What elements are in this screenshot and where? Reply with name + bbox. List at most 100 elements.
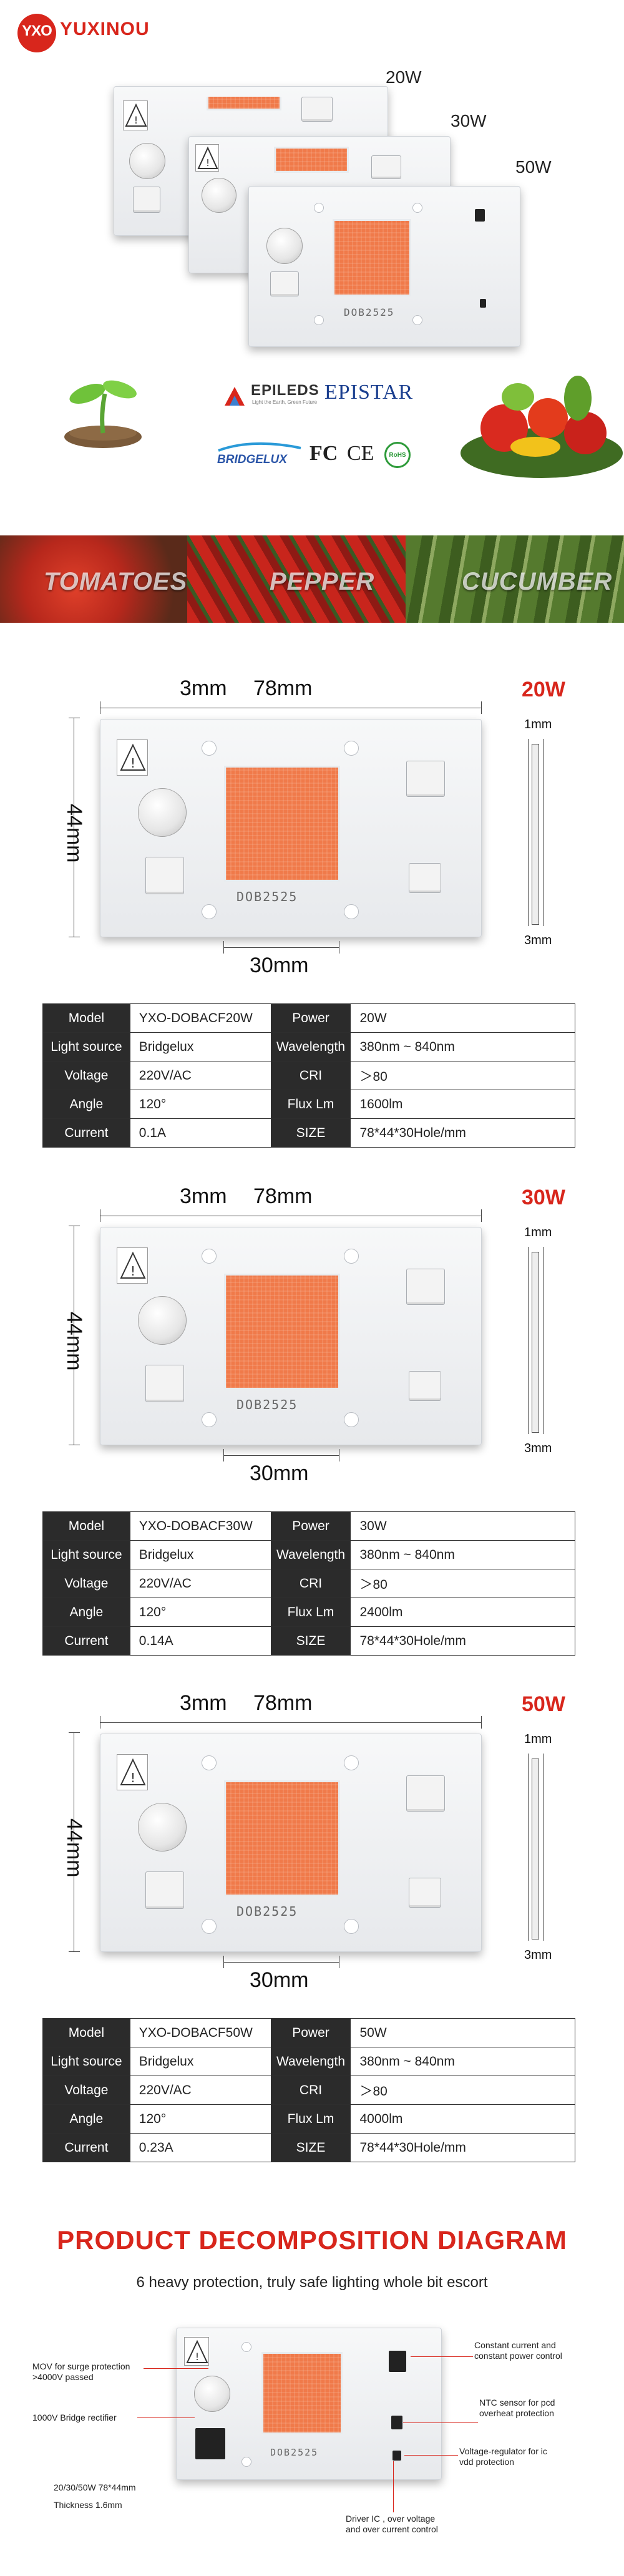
led-array (224, 1780, 340, 1896)
rectifier-component (145, 1365, 184, 1402)
chip-board-50w: !DOB2525 (100, 1734, 482, 1952)
svg-text:!: ! (206, 157, 210, 168)
mov-component (129, 143, 165, 179)
dim-line-led (223, 1455, 339, 1456)
pcb-label: DOB2525 (236, 1904, 298, 1919)
spec-label-wavelength: Wavelength (270, 1540, 351, 1569)
spec-label-wavelength: Wavelength (270, 1032, 351, 1061)
spec-value-power: 50W (350, 2018, 575, 2047)
bridgelux-swoosh-icon (216, 441, 303, 453)
dim-tick (481, 1209, 482, 1222)
mov-component (266, 228, 303, 264)
spec-label-size: SIZE (270, 1626, 351, 1656)
brand-mark: YXO (22, 22, 52, 39)
svg-text:!: ! (130, 1264, 135, 1279)
led-array (207, 97, 281, 110)
dim-hole-label: 3mm (180, 1184, 227, 1208)
dim-thickness-top: 1mm (524, 1226, 552, 1239)
spec-label-power: Power (270, 1511, 351, 1541)
voltage-regulator (392, 2451, 401, 2461)
ic-component (406, 1775, 445, 1812)
svg-text:!: ! (130, 756, 135, 771)
leader-vr (404, 2455, 458, 2456)
dim-thickness-bottom: 3mm (524, 1948, 552, 1962)
spec-value-model: YXO-DOBACF30W (129, 1511, 271, 1541)
spec-label-angle: Angle (42, 1090, 130, 1119)
spec-label-model: Model (42, 2018, 130, 2047)
rectifier-component (133, 187, 160, 213)
svg-text:!: ! (134, 114, 138, 126)
spec-label-model: Model (42, 1003, 130, 1033)
pcb-label: DOB2525 (236, 889, 298, 904)
spec-value-cri: ＞80 (350, 1569, 575, 1598)
mov-component (138, 1803, 187, 1852)
spec-value-current: 0.1A (129, 1118, 271, 1148)
spec-label-current: Current (42, 1118, 130, 1148)
wattage-badge: 30W (522, 1186, 565, 1209)
ic-component (406, 761, 445, 797)
spec-value-size: 78*44*30Hole/mm (350, 2133, 575, 2162)
spec-value-wavelength: 380nm ~ 840nm (350, 1540, 575, 1569)
pepper-photo (187, 535, 406, 623)
hero-label-30w: 30W (451, 111, 487, 130)
mount-hole (412, 315, 422, 325)
spec-label-angle: Angle (42, 1598, 130, 1627)
spec-value-angle: 120° (129, 2104, 271, 2134)
hero-label-20w: 20W (386, 67, 422, 87)
leader-driver (393, 2461, 394, 2512)
spec-label-power: Power (270, 2018, 351, 2047)
spec-value-cri: ＞80 (350, 1061, 575, 1090)
spec-value-voltage: 220V/AC (129, 1061, 271, 1090)
warning-icon: ! (195, 144, 219, 172)
note-driver-line2: and over current control (346, 2524, 438, 2534)
spec-label-cri: CRI (270, 1061, 351, 1090)
dim-tick (223, 1956, 224, 1968)
spec-value-cri: ＞80 (350, 2076, 575, 2105)
dim-line-led (223, 1962, 339, 1963)
epileds-tagline: Light the Earth, Green Future (252, 399, 318, 405)
note-thickness: Thickness 1.6mm (54, 2500, 122, 2510)
dim-tick (481, 1716, 482, 1729)
mount-hole (241, 2457, 251, 2467)
dim-tick (69, 1732, 80, 1733)
dim-height-label: 44mm (62, 1818, 86, 1878)
spec-value-power: 20W (350, 1003, 575, 1033)
leader-rectifier (137, 2417, 195, 2418)
spec-value-current: 0.23A (129, 2133, 271, 2162)
side-profile-line (543, 739, 544, 926)
ic-component (301, 97, 333, 122)
led-array (274, 147, 349, 173)
mount-hole (202, 1755, 217, 1770)
brand-logo (17, 14, 56, 52)
cucumber-photo (406, 535, 624, 623)
mount-hole (344, 1755, 359, 1770)
spec-label-angle: Angle (42, 2104, 130, 2134)
mount-hole (202, 1249, 217, 1264)
tomato-photo (0, 535, 187, 623)
vegetables-image (461, 353, 624, 478)
mov-component (138, 1296, 187, 1345)
led-array (224, 766, 340, 882)
side-profile-line (543, 1247, 544, 1434)
dim-tick (481, 701, 482, 714)
ic-component (371, 155, 401, 179)
dim-line-led (223, 947, 339, 948)
led-array (261, 2352, 343, 2434)
dim-height-label: 44mm (62, 804, 86, 863)
dim-length-label: 78mm (253, 1691, 313, 1715)
note-cc-line1: Constant current and (474, 2340, 556, 2350)
ntc-sensor (391, 2416, 402, 2429)
dim-led-width-label: 30mm (250, 1968, 309, 1992)
mov-component (194, 2376, 230, 2412)
spec-value-model: YXO-DOBACF20W (129, 1003, 271, 1033)
bridgelux-logo: BRIDGELUX (217, 453, 287, 466)
